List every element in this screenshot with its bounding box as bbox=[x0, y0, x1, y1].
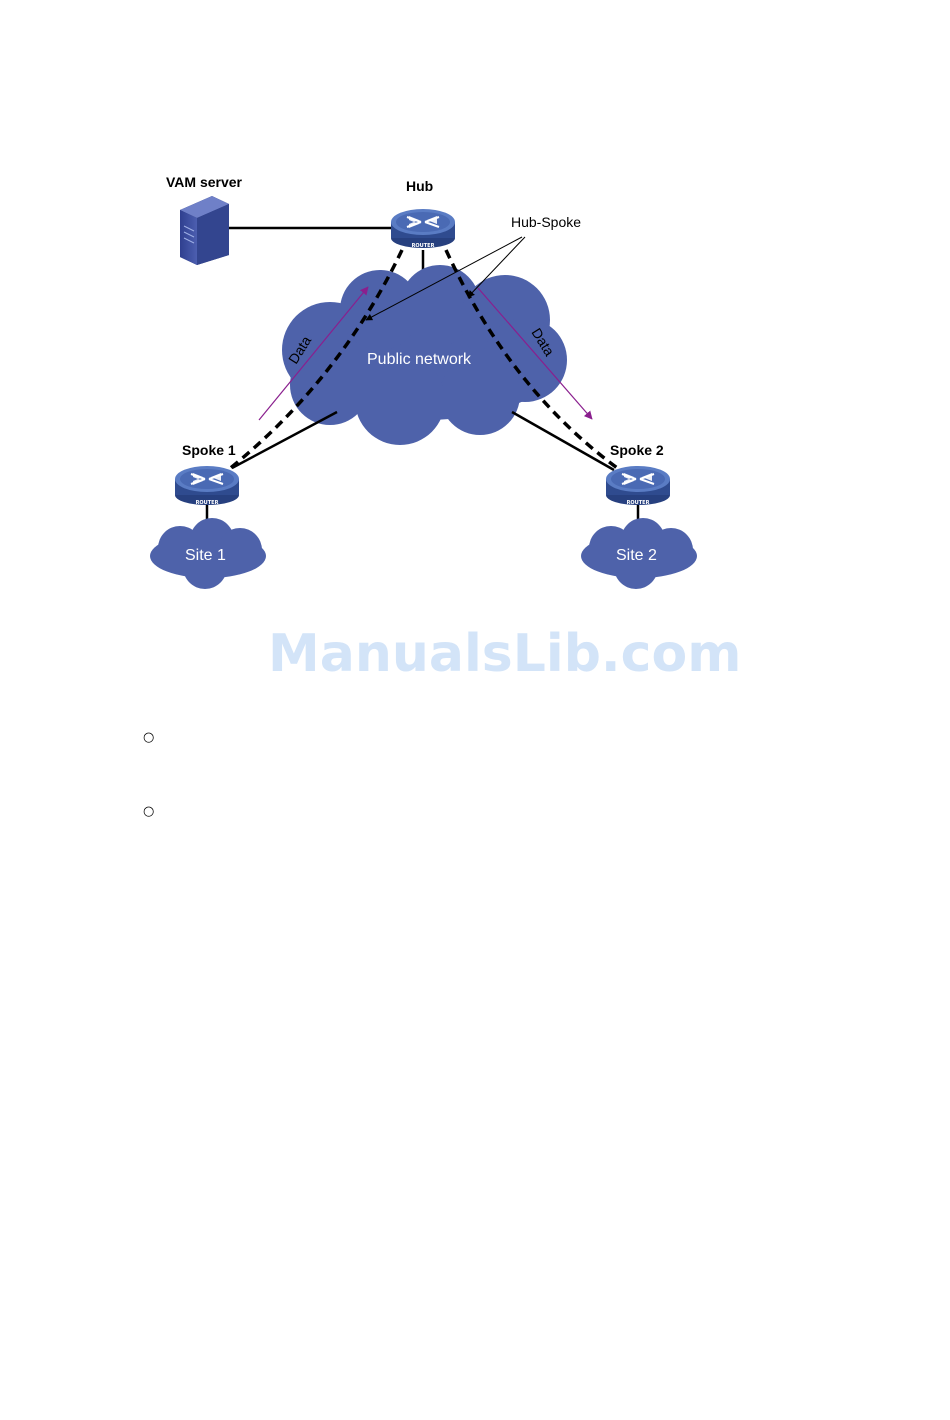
site1-label: Site 1 bbox=[185, 547, 226, 564]
hub-router-icon: ROUTER bbox=[391, 209, 455, 249]
site2-label: Site 2 bbox=[616, 547, 657, 564]
public-network-label: Public network bbox=[367, 351, 472, 368]
bullet-1: ○ bbox=[143, 730, 154, 745]
spoke1-router-icon: ROUTER bbox=[175, 466, 239, 506]
spoke2-label: Spoke 2 bbox=[610, 442, 664, 458]
spoke2-router-icon: ROUTER bbox=[606, 466, 670, 506]
spoke2-cloud-link bbox=[512, 412, 614, 470]
vam-server-icon bbox=[180, 196, 229, 265]
hub-spoke-label: Hub-Spoke bbox=[511, 214, 581, 230]
spoke1-cloud-link bbox=[232, 412, 337, 468]
spoke1-label: Spoke 1 bbox=[182, 442, 236, 458]
bullet-2: ○ bbox=[143, 804, 154, 819]
hub-label: Hub bbox=[406, 178, 433, 194]
router-tag: ROUTER bbox=[627, 500, 650, 506]
router-tag: ROUTER bbox=[196, 500, 219, 506]
router-tag: ROUTER bbox=[412, 243, 435, 249]
watermark: ManualsLib.com bbox=[268, 624, 741, 684]
vam-server-label: VAM server bbox=[166, 174, 243, 190]
